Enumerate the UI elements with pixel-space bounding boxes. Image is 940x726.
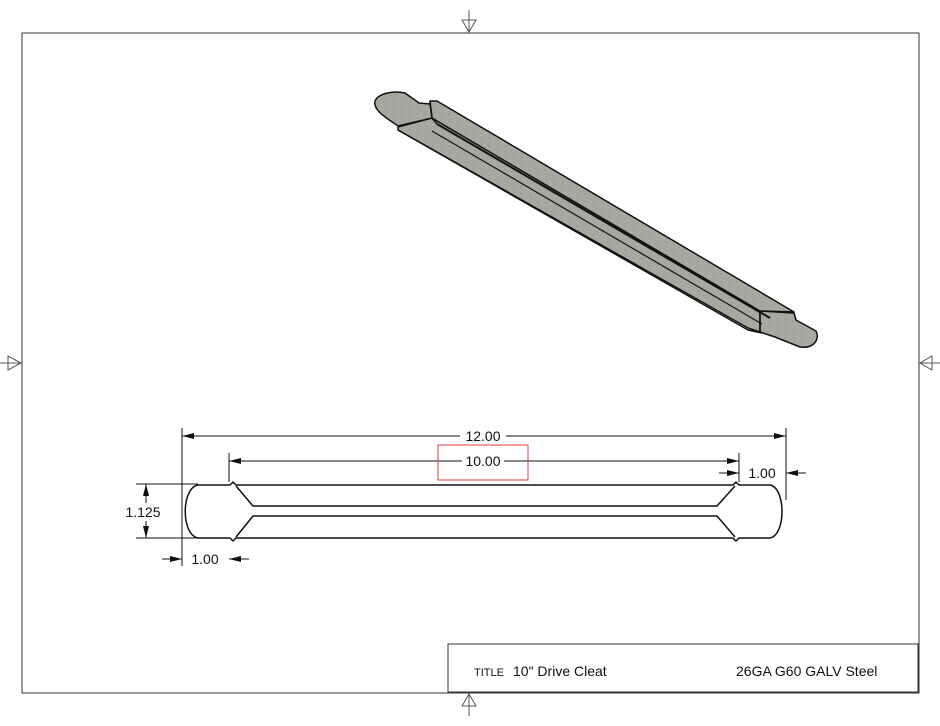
cleat-right-tab xyxy=(759,310,819,348)
drawing-title: 10" Drive Cleat xyxy=(513,663,607,679)
material-spec: 26GA G60 GALV Steel xyxy=(736,663,877,679)
center-mark-right-icon xyxy=(919,355,940,371)
cleat-body-face xyxy=(397,117,761,333)
dim-overall-length: 12.00 xyxy=(465,428,500,444)
dim-right-tab: 1.00 xyxy=(748,465,775,481)
highlight-box xyxy=(437,444,529,481)
dimensions xyxy=(136,428,806,566)
cleat-top-surface xyxy=(429,100,795,313)
isometric-view xyxy=(374,91,819,348)
top-view xyxy=(184,481,783,542)
center-mark-bottom-icon xyxy=(461,693,477,716)
cleat-left-tab xyxy=(374,91,433,127)
cleat-outline xyxy=(184,481,783,542)
title-label: TITLE xyxy=(474,667,504,679)
center-mark-top-icon xyxy=(461,10,477,33)
title-block: TITLE 10" Drive Cleat 26GA G60 GALV Stee… xyxy=(447,643,919,693)
center-mark-left-icon xyxy=(0,355,23,371)
dim-height: 1.125 xyxy=(125,504,160,520)
dim-left-tab: 1.00 xyxy=(191,551,218,567)
dim-inner-length: 10.00 xyxy=(465,453,500,469)
